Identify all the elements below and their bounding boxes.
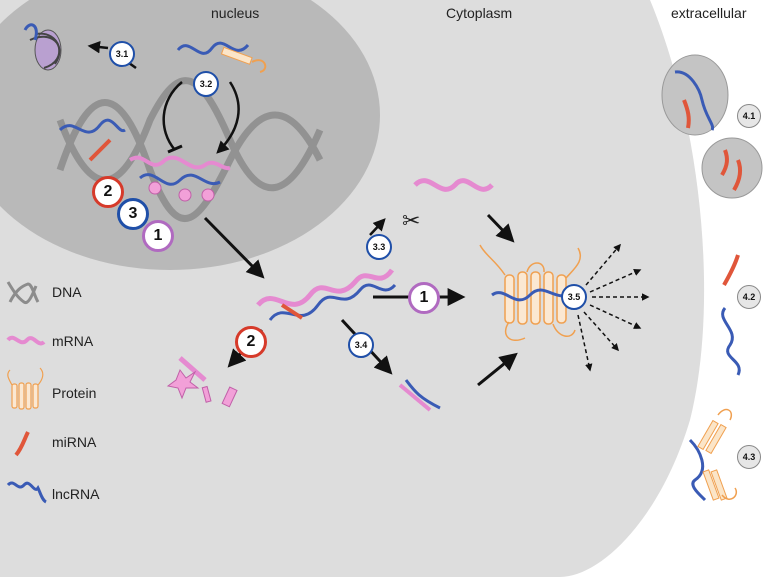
mrna-icon (6, 335, 46, 346)
badge-1-nucleus: 1 (142, 220, 174, 252)
badge-4-1: 4.1 (737, 104, 761, 128)
cytoplasm-header: Cytoplasm (446, 5, 513, 21)
dna-icon (6, 281, 40, 305)
vesicle-1 (661, 54, 729, 136)
nucleus-header: nucleus (211, 5, 260, 21)
badge-1-cytoplasm: 1 (408, 282, 440, 314)
badge-2-cytoplasm: 2 (235, 326, 267, 358)
badge-3-1: 3.1 (109, 41, 135, 67)
vesicle-2 (701, 137, 763, 199)
extracellular-header: extracellular (671, 5, 747, 21)
legend-label-mirna: miRNA (52, 434, 97, 450)
protein-complex (479, 244, 582, 342)
badge-3-nucleus: 3 (117, 198, 149, 230)
legend-label-mrna: mRNA (52, 333, 94, 349)
lncrna-icon (6, 481, 47, 504)
badge-3-4: 3.4 (348, 332, 374, 358)
mirna-icon (14, 431, 30, 457)
badge-3-5: 3.5 (561, 284, 587, 310)
protein-icon (7, 367, 44, 410)
legend-label-dna: DNA (52, 284, 82, 300)
badge-4-2: 4.2 (737, 285, 761, 309)
chromatin-icon (23, 23, 62, 71)
badge-4-3: 4.3 (737, 445, 761, 469)
badge-3-2: 3.2 (193, 71, 219, 97)
legend-label-lncrna: lncRNA (52, 486, 100, 502)
svg-text:✂: ✂ (402, 209, 420, 234)
badge-3-3: 3.3 (366, 234, 392, 260)
legend-label-protein: Protein (52, 385, 97, 401)
badge-2-nucleus: 2 (92, 176, 124, 208)
